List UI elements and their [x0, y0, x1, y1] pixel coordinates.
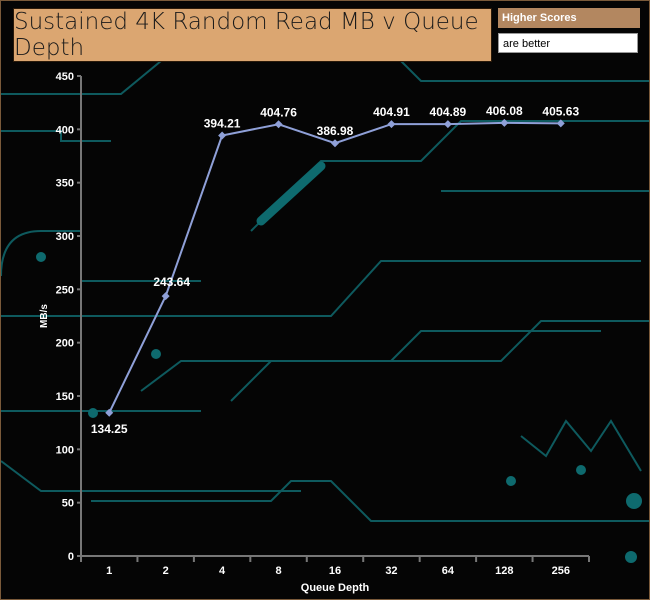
y-tick-label: 50: [62, 498, 74, 510]
data-point: [105, 408, 114, 417]
data-point: [500, 118, 509, 127]
data-label: 404.76: [260, 105, 297, 119]
y-tick-label: 450: [56, 71, 74, 83]
legend-are-better: are better: [498, 33, 638, 53]
x-tick-label: 128: [495, 565, 513, 577]
data-point: [443, 120, 452, 129]
x-tick-label: 4: [219, 565, 226, 577]
data-label: 394.21: [204, 117, 241, 131]
data-label: 243.64: [153, 275, 190, 289]
y-tick-label: 0: [68, 551, 74, 563]
y-tick-label: 150: [56, 391, 74, 403]
x-tick-label: 32: [385, 565, 397, 577]
data-point: [387, 120, 396, 129]
y-tick-label: 200: [56, 338, 74, 350]
y-tick-label: 400: [56, 124, 74, 136]
data-label: 406.08: [486, 104, 523, 118]
x-tick-label: 2: [163, 565, 169, 577]
series-line: [108, 121, 561, 414]
y-tick-label: 250: [56, 284, 74, 296]
data-point: [331, 139, 339, 148]
x-tick-label: 256: [552, 565, 570, 577]
data-point: [274, 120, 283, 129]
x-tick-label: 8: [275, 565, 281, 577]
x-axis-title: Queue Depth: [301, 582, 370, 594]
data-point: [556, 119, 565, 128]
y-tick-label: 100: [56, 444, 74, 456]
legend-higher-scores: Higher Scores: [498, 8, 640, 28]
x-tick-label: 16: [329, 565, 341, 577]
y-tick-label: 350: [56, 178, 74, 190]
y-tick-label: 300: [56, 231, 74, 243]
y-axis-title: MB/s: [39, 304, 50, 328]
chart-title: Sustained 4K Random Read MB v Queue Dept…: [13, 8, 492, 62]
data-label: 404.89: [430, 105, 467, 119]
data-label: 386.98: [317, 124, 354, 138]
data-label: 134.25: [91, 422, 128, 436]
x-tick-label: 64: [442, 565, 455, 577]
x-tick-label: 1: [106, 565, 112, 577]
data-label: 405.63: [542, 104, 579, 118]
data-point: [161, 292, 170, 301]
data-label: 404.91: [373, 105, 410, 119]
data-point: [218, 131, 227, 140]
